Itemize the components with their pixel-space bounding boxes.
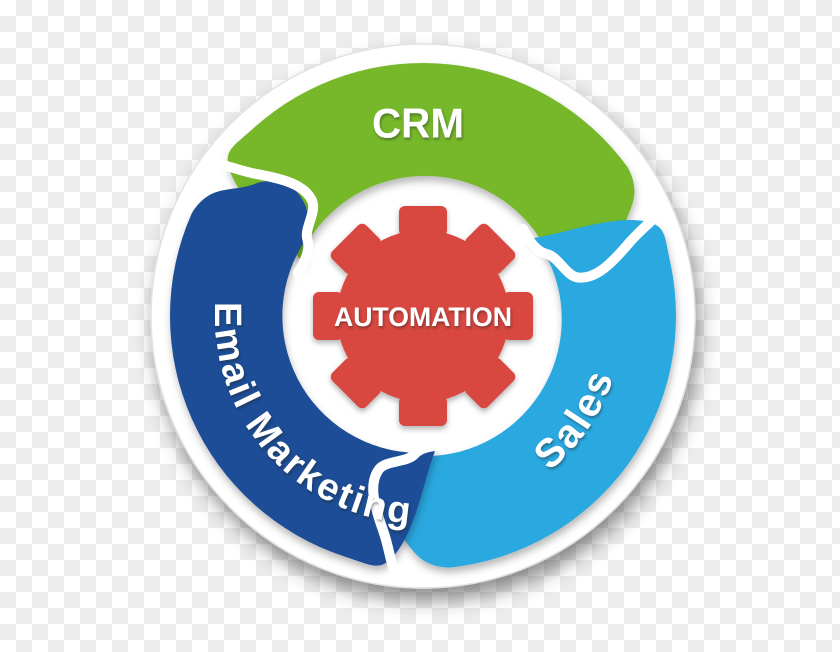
crm-label: CRM: [372, 100, 464, 147]
segment-crm: [227, 62, 635, 270]
segment-sales: [376, 220, 676, 568]
automation-gear-icon: [313, 206, 533, 426]
seam-dividers: [207, 158, 666, 580]
automation-label: AUTOMATION: [334, 302, 512, 332]
seam-divider: [518, 205, 666, 283]
seam-divider: [368, 440, 454, 580]
segment-email-marketing: [169, 180, 439, 566]
seam-divider: [207, 158, 319, 278]
